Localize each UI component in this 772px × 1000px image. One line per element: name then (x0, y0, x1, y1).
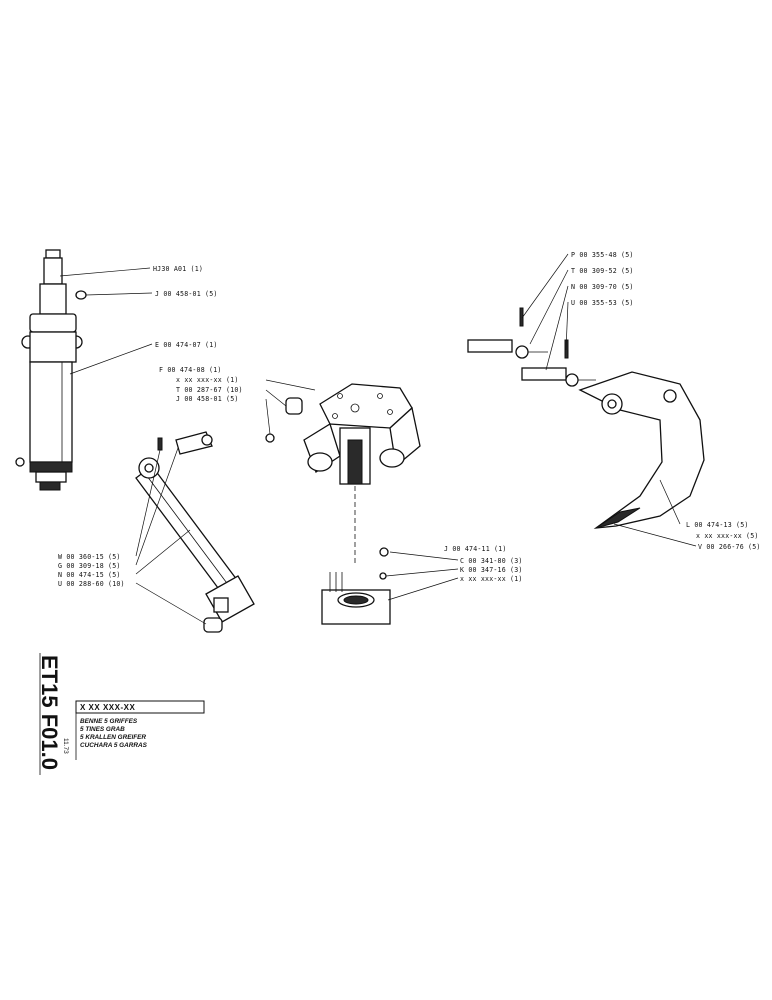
callout-labels: HJ30 A01 (1) J 00 458-01 (5) E 00 474-07… (58, 251, 761, 588)
callout-c00-341-80: C 00 341-80 (3) (460, 557, 523, 565)
title-en: 5 TINES GRAB (80, 726, 125, 733)
callout-t00-309-52: T 00 309-52 (5) (571, 267, 634, 275)
callout-l00-474-13: L 00 474-13 (5) (686, 521, 749, 529)
callout-n00-309-70: N 00 309-70 (5) (571, 283, 634, 291)
callout-j00-458-01-top: J 00 458-01 (5) (155, 290, 218, 298)
callout-k00-347-16: K 00 347-16 (3) (460, 566, 523, 574)
tine-link-arm (135, 431, 255, 633)
title-es: CUCHARA 5 GARRAS (80, 742, 148, 749)
callout-u00-288-60: U 00 288-60 (10) (58, 580, 125, 588)
tine-pins (467, 307, 596, 387)
callout-u00-355-53: U 00 355-53 (5) (571, 299, 634, 307)
callout-g00-309-18: G 00 309-18 (5) (58, 562, 121, 570)
callout-v00-266-76: V 00 266-76 (5) (698, 543, 761, 551)
leader-lines (59, 253, 697, 625)
callout-f00-474-08: F 00 474-08 (1) (159, 366, 222, 374)
hydraulic-rotator-assembly (15, 249, 87, 491)
sheet-id: ET15 F01.0 (37, 655, 62, 770)
callout-p00-355-48: P 00 355-48 (5) (571, 251, 634, 259)
grab-head-hub (265, 383, 421, 566)
grab-tine-claw (578, 371, 705, 529)
callout-e00-474-07: E 00 474-07 (1) (155, 341, 218, 349)
sheet-date: 11.73 (62, 738, 69, 754)
swivel-bearing-base (321, 547, 391, 625)
code-box-text: X XX XXX-XX (80, 703, 135, 712)
callout-t00-287-67: T 00 287-67 (10) (176, 386, 243, 394)
callout-j00-474-11: J 00 474-11 (1) (444, 545, 507, 553)
callout-xxx-tine: x xx xxx-xx (5) (696, 532, 759, 540)
title-fr: BENNE 5 GRIFFES (80, 718, 138, 725)
callout-xxx-bottom: x xx xxx-xx (1) (460, 575, 523, 583)
callout-j00-458-01-center: J 00 458-01 (5) (176, 395, 239, 403)
callout-xxx-center-1: x xx xxx-xx (1) (176, 376, 239, 384)
callout-hj30-a01: HJ30 A01 (1) (153, 265, 203, 273)
callout-n00-474-15: N 00 474-15 (5) (58, 571, 121, 579)
title-block: ET15 F01.0 11.73 X XX XXX-XX BENNE 5 GRI… (37, 653, 205, 775)
callout-w00-360-15: W 00 360-15 (5) (58, 553, 121, 561)
title-de: 5 KRALLEN GREIFER (80, 734, 146, 741)
